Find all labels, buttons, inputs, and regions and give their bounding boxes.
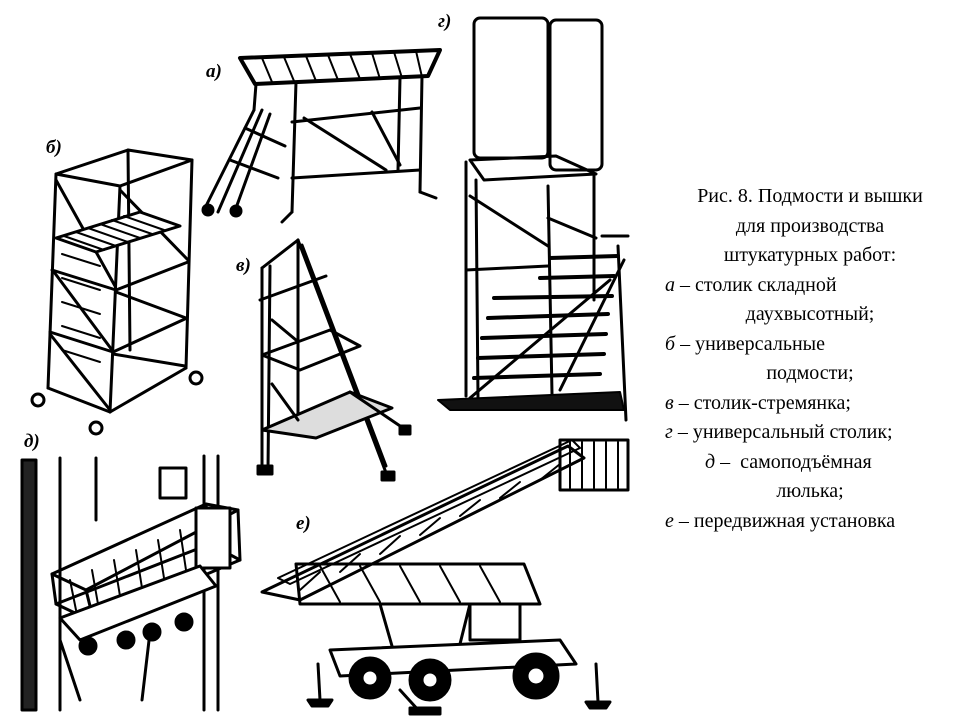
caption-item-d: д – самоподъёмная — [665, 448, 955, 478]
label-a: а) — [206, 61, 222, 82]
caption-dash: – — [672, 421, 693, 443]
caption-item-b: б – универсальные — [665, 330, 955, 360]
caption-item-d-cont: люлька; — [665, 477, 955, 507]
label-e: е) — [296, 513, 311, 534]
caption-title-line-1: Рис. 8. Подмости и вышки — [697, 185, 923, 207]
caption-item-b-cont: подмости; — [665, 359, 955, 389]
caption-letter: г — [665, 421, 673, 443]
caption-letter: а — [665, 273, 675, 296]
caption-title-line-2: для производства — [735, 214, 885, 237]
caption-item-e: е – передвижная установка — [665, 507, 955, 537]
drawing-d-self-lifting-cradle — [20, 454, 242, 712]
caption-text: столик-стремянка; — [693, 391, 851, 414]
caption-letter: в — [665, 391, 674, 414]
caption-dash: – — [673, 391, 694, 414]
caption-text: даухвысотный; — [745, 303, 875, 325]
caption-text: универсальные — [695, 332, 825, 355]
drawing-e-mobile-installation — [260, 438, 630, 716]
caption-title-line-3: штукатурных работ: — [723, 244, 897, 266]
drawing-g-universal-table — [437, 16, 630, 422]
caption-text: универсальный столик; — [692, 421, 893, 443]
caption-letter: д — [705, 450, 716, 473]
caption-text: самоподъёмная — [740, 450, 872, 473]
caption-dash: – — [675, 273, 695, 296]
label-v: в) — [236, 255, 251, 276]
caption-item-a-cont: даухвысотный; — [665, 300, 955, 330]
drawing-v-stepladder-table — [256, 238, 412, 482]
caption-text: люлька; — [776, 480, 844, 502]
caption-letter: е — [665, 509, 674, 532]
caption-item-g: г – универсальный столик; — [665, 418, 955, 448]
caption-dash: – — [673, 509, 694, 532]
caption-dash: – — [715, 450, 741, 473]
figure-caption: Рис. 8. Подмости и вышки для производств… — [665, 182, 955, 536]
caption-text: подмости; — [766, 362, 854, 384]
caption-item-a: а – столик складной — [665, 271, 955, 301]
caption-dash: – — [675, 332, 696, 355]
drawing-b-universal-scaffold — [30, 148, 204, 436]
label-d: д) — [24, 431, 40, 452]
label-b: б) — [46, 137, 62, 158]
drawing-a-folding-table — [201, 48, 442, 224]
caption-letter: б — [665, 332, 676, 355]
caption-text: передвижная установка — [693, 509, 896, 532]
label-g: г) — [438, 11, 452, 32]
caption-item-v: в – столик-стремянка; — [665, 389, 955, 419]
caption-text: столик складной — [695, 273, 837, 296]
